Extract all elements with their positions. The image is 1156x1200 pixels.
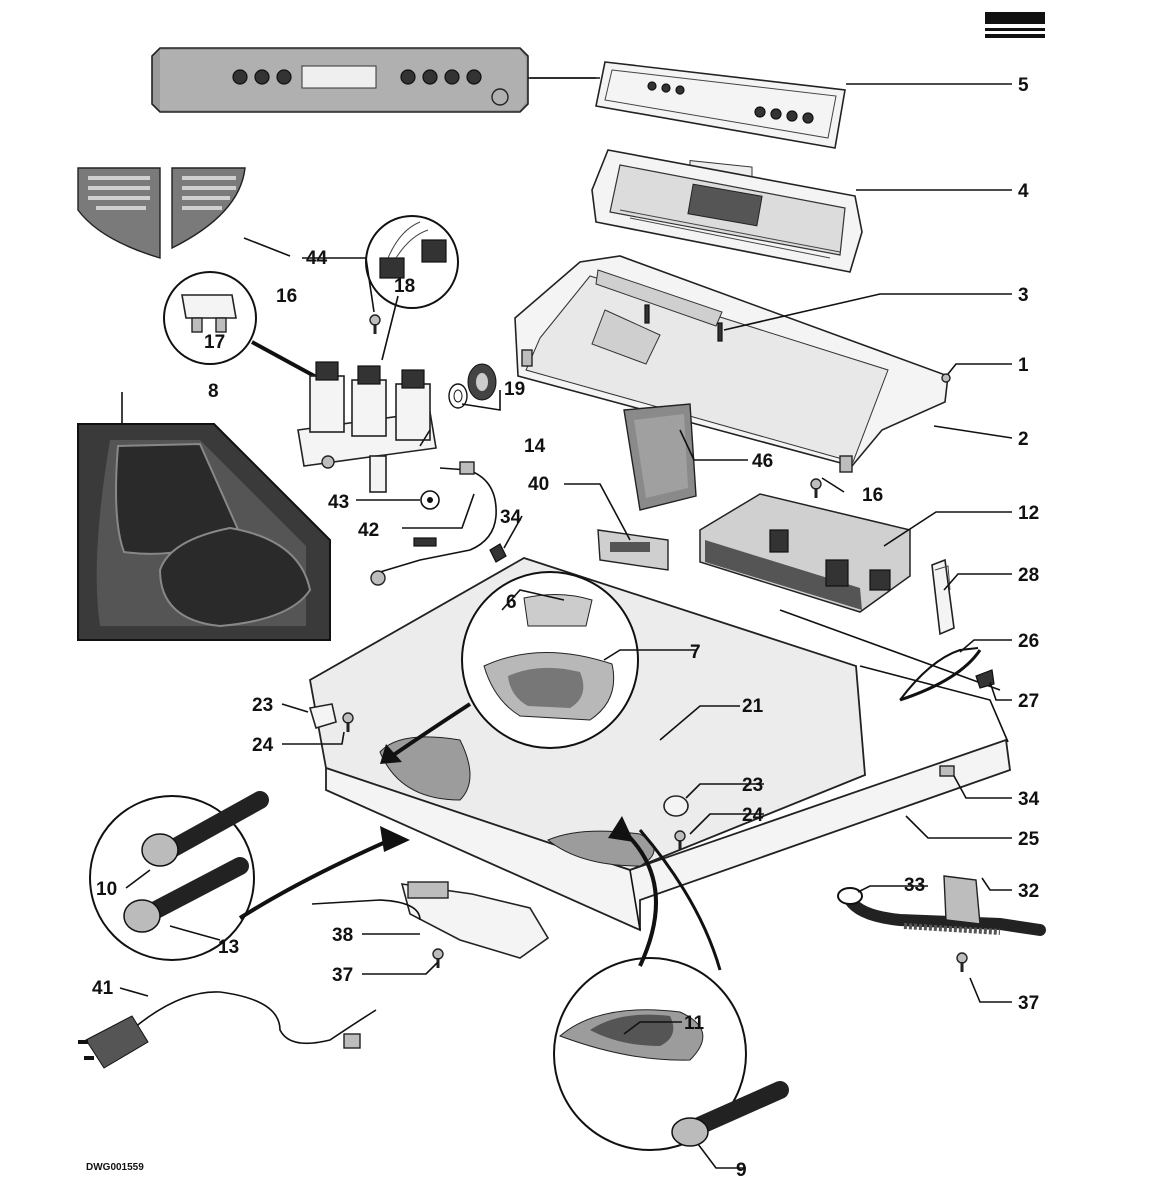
bracket-part-40 [597,529,669,571]
callout-34-upper: 34 [500,507,522,528]
warning-labels-part-44 [77,167,246,259]
callout-6: 6 [506,592,517,613]
cap-part-23 [308,703,689,817]
callout-labels: 5 4 3 1 2 12 28 26 27 34 25 32 37 33 44 … [92,75,1040,1181]
control-housing-part-4 [591,149,863,273]
callout-34-right: 34 [1018,789,1040,810]
detail-photo-part-8 [77,423,331,641]
detail-circle-17 [163,271,319,380]
console-panel-part-2-3 [514,255,949,473]
callout-32: 32 [1018,881,1039,902]
callout-14: 14 [524,436,546,457]
callout-24-right: 24 [742,805,764,826]
console-overlay-illustration [151,47,596,113]
callout-7: 7 [690,642,701,663]
callout-25: 25 [1018,829,1040,850]
callout-28: 28 [1018,565,1039,586]
callout-16-upper: 16 [276,286,297,307]
callout-21: 21 [742,696,764,717]
clip-part-34-lower [939,765,955,777]
power-cord-part-41 [78,991,377,1069]
callout-12: 12 [1018,503,1039,524]
detail-circle-6-7 [380,571,639,764]
callout-2: 2 [1018,429,1029,450]
callout-46: 46 [752,451,773,472]
control-board-part-12 [699,493,911,613]
callout-9: 9 [736,1160,747,1181]
leader-lines [119,77,1013,1169]
callout-40: 40 [528,474,549,495]
callout-11: 11 [684,1013,705,1034]
callout-10: 10 [96,879,117,900]
grommet-part-43 [420,490,440,510]
callout-44: 44 [306,248,328,269]
callout-13: 13 [218,937,239,958]
callout-24-left: 24 [252,735,274,756]
callout-18: 18 [394,276,415,297]
callout-23-right: 23 [742,775,763,796]
inlet-valve-part-14 [297,361,437,493]
clip-part-34-upper [489,543,507,563]
callout-43: 43 [328,492,349,513]
callout-37-right: 37 [1018,993,1039,1014]
callout-42: 42 [358,520,379,541]
module-part-38 [311,881,550,959]
callout-41: 41 [92,978,114,999]
bracket-part-28 [931,558,955,636]
literature-packet-part-46 [623,403,697,511]
washer-part-19 [448,363,497,409]
callout-4: 4 [1018,181,1029,202]
callout-8: 8 [208,381,219,402]
hose-assembly-part-32-33 [837,875,1046,936]
callout-16-lower: 16 [862,485,883,506]
callout-26: 26 [1018,631,1039,652]
callout-38: 38 [332,925,353,946]
screws [342,314,968,972]
drawing-code: DWG001559 [86,1162,144,1173]
clip-part-27 [975,669,995,689]
callout-33: 33 [904,875,925,896]
callout-27: 27 [1018,691,1039,712]
callout-17: 17 [204,332,225,353]
brand-logo [985,12,1045,38]
callout-37-left: 37 [332,965,353,986]
callout-19: 19 [504,379,525,400]
callout-1: 1 [1018,355,1029,376]
harness-part-42 [370,461,497,586]
detail-circle-10-13 [89,791,410,961]
hose-part-26 [899,647,979,701]
callout-23-left: 23 [252,695,273,716]
callout-5: 5 [1018,75,1029,96]
callout-3: 3 [1018,285,1029,306]
